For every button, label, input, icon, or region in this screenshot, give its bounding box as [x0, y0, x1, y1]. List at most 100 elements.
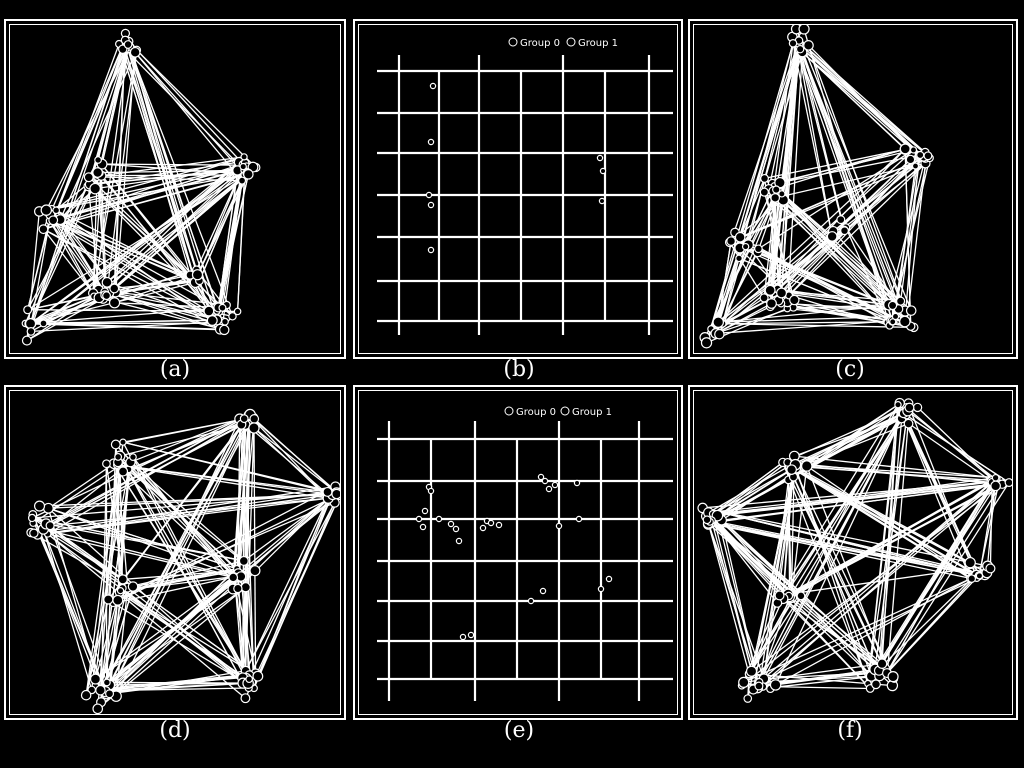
node: [119, 438, 127, 446]
node: [766, 298, 777, 309]
edge: [122, 560, 244, 589]
node: [129, 453, 137, 461]
node: [743, 694, 753, 703]
edge: [198, 174, 246, 281]
scatter-point: [573, 479, 581, 487]
node: [243, 169, 254, 180]
edge: [717, 240, 732, 323]
edge: [116, 464, 333, 496]
edge: [788, 154, 920, 296]
edge: [242, 497, 329, 679]
edge: [39, 174, 245, 213]
legend-e-group1-label: Group 1: [572, 407, 612, 418]
node: [840, 226, 849, 236]
edge: [130, 461, 245, 562]
edge: [112, 602, 255, 689]
node: [905, 154, 916, 165]
edge: [42, 228, 94, 294]
edge: [763, 178, 783, 294]
edge: [115, 291, 227, 306]
node: [788, 39, 798, 48]
node: [105, 689, 115, 699]
edge: [764, 148, 906, 193]
edge: [906, 414, 1010, 484]
scatter-point: [551, 481, 559, 489]
scatter-point: [427, 246, 435, 254]
edge: [89, 161, 240, 186]
node: [735, 254, 743, 263]
edge: [122, 471, 247, 588]
node: [127, 581, 139, 592]
network-graph-a: [21, 28, 261, 346]
node: [39, 319, 48, 328]
scatter-point: [421, 507, 429, 515]
edge: [30, 295, 95, 325]
nodes: [26, 408, 340, 714]
node: [80, 689, 92, 701]
node: [219, 324, 230, 336]
legend-b-group1-label: Group 1: [578, 38, 618, 49]
edge: [712, 402, 909, 515]
edge: [257, 486, 337, 677]
node: [899, 315, 911, 328]
edge: [99, 418, 245, 692]
panel-f: [688, 385, 1018, 720]
edge: [832, 230, 906, 312]
node: [776, 287, 787, 299]
edge: [879, 484, 1002, 677]
edge: [792, 467, 894, 677]
edge: [43, 228, 221, 330]
panel-a-frame: [9, 24, 341, 354]
edge: [101, 48, 129, 165]
node: [795, 44, 805, 54]
edge: [102, 298, 225, 331]
edge: [253, 427, 257, 674]
edge: [763, 191, 906, 322]
edge: [729, 165, 916, 243]
node: [108, 297, 121, 309]
edge: [709, 483, 1002, 523]
edge: [43, 528, 235, 577]
edge: [97, 497, 329, 710]
edge: [130, 413, 251, 463]
edge: [904, 156, 920, 322]
scatter-point: [597, 585, 605, 593]
edge: [707, 523, 765, 679]
edge: [782, 467, 795, 599]
node: [912, 402, 923, 413]
edge: [59, 49, 138, 220]
node: [896, 296, 906, 306]
edge: [758, 402, 910, 683]
node: [741, 242, 750, 251]
node: [774, 590, 785, 601]
node: [975, 572, 984, 580]
edge: [39, 493, 337, 507]
nodes: [697, 397, 1012, 703]
scatter-point: [495, 521, 503, 529]
edge: [244, 494, 340, 699]
node: [112, 594, 124, 606]
edge: [120, 575, 237, 592]
node: [738, 676, 750, 688]
scatter-point: [596, 154, 604, 162]
edge: [115, 52, 136, 293]
edge: [32, 514, 108, 694]
node: [745, 665, 758, 677]
edge: [711, 520, 871, 689]
node: [734, 231, 746, 243]
scatter-point: [447, 520, 455, 528]
node: [322, 486, 333, 497]
node: [990, 480, 1001, 492]
edge: [129, 46, 243, 182]
grid-lines: [377, 421, 673, 701]
node: [700, 337, 713, 349]
node: [92, 167, 103, 178]
edge: [768, 188, 902, 302]
edge: [774, 197, 894, 323]
node: [887, 300, 898, 311]
edge: [92, 50, 138, 294]
node: [786, 464, 797, 475]
edge: [899, 402, 980, 576]
scatter-point: [419, 523, 427, 531]
node: [876, 658, 888, 670]
